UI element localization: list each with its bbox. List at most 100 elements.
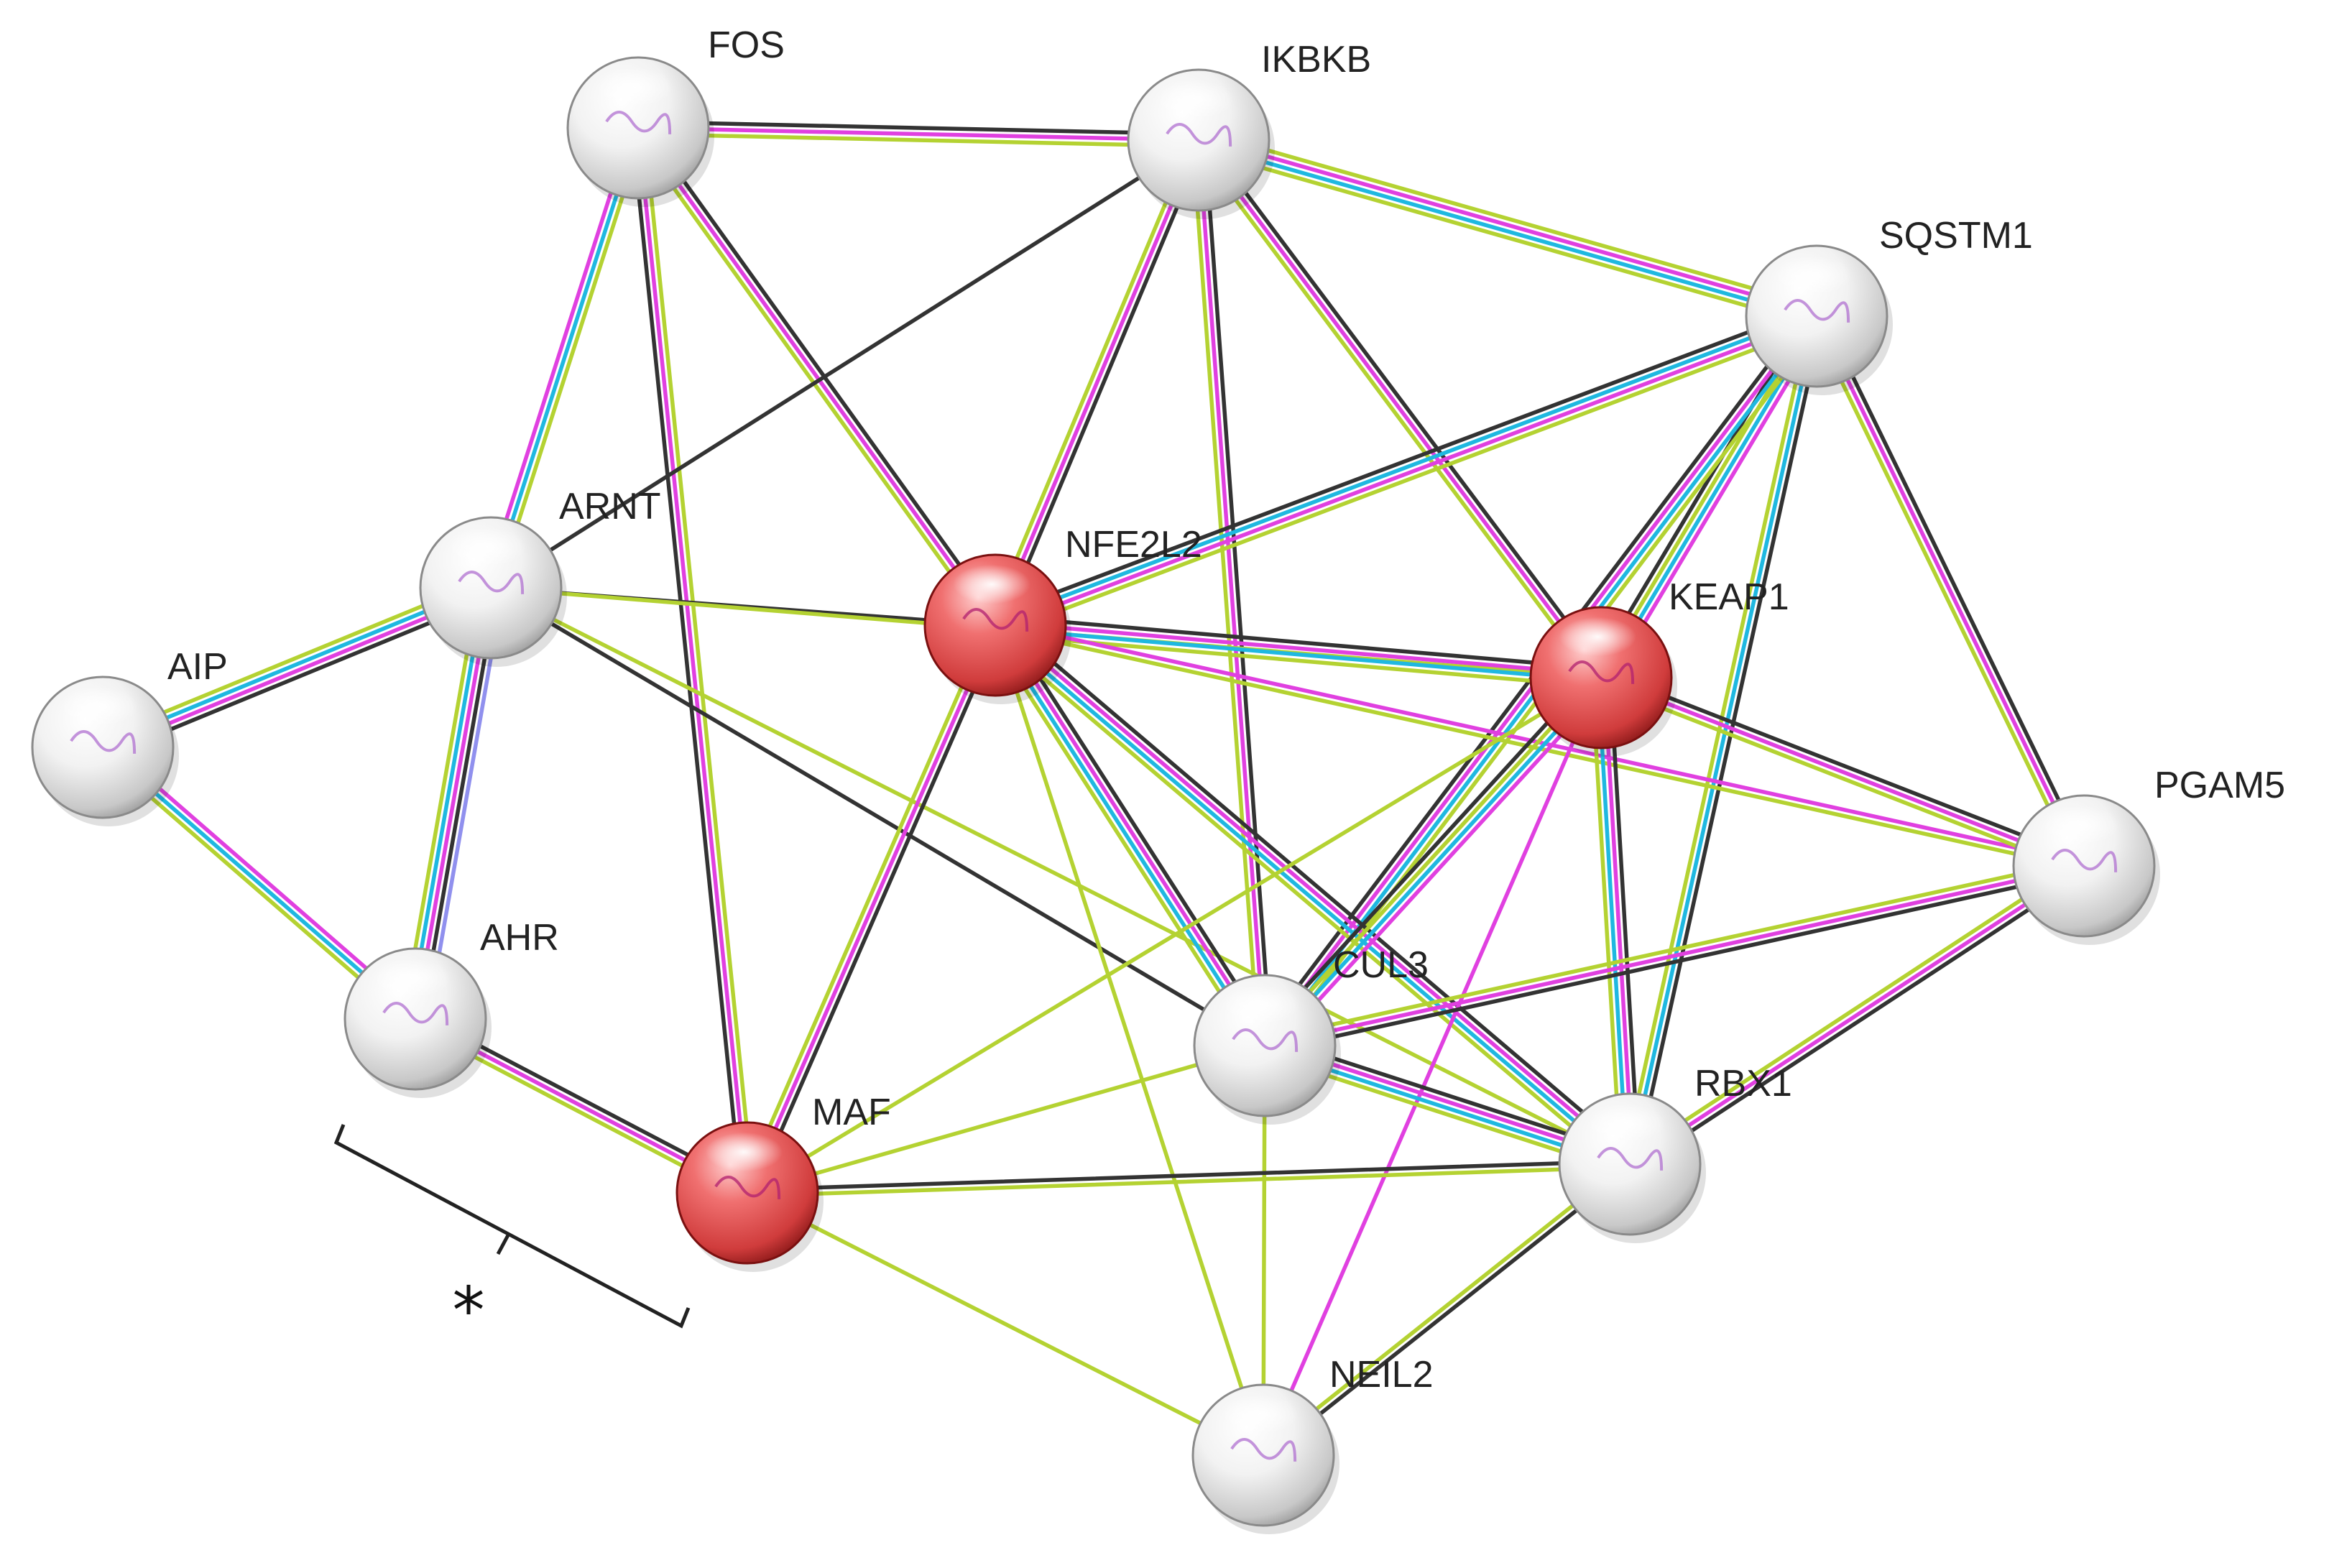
edge-line-g [745, 1165, 1632, 1198]
edge-fos-ikbkb [636, 119, 1201, 149]
edge-line-m [636, 126, 750, 1195]
edge-ikbkb-cul3 [1190, 137, 1273, 1048]
edge-rbx1-neil2 [1259, 1159, 1634, 1460]
edge-line-k [751, 625, 1003, 1198]
edge-line-c [407, 584, 487, 1020]
edge-fos-maf [629, 125, 756, 1196]
bracket-annotation: * [333, 1124, 691, 1349]
node-highlight [1774, 255, 1853, 295]
edge-line-g [642, 125, 756, 1194]
edge-line-k [629, 126, 744, 1196]
edge-ikbkb-keap1 [1191, 134, 1608, 683]
edge-line-c [489, 126, 640, 590]
node-nfe2l2[interactable]: NFE2L2 [923, 524, 1202, 704]
edge-line-m [636, 126, 997, 627]
protein-structure-icon [1232, 1028, 1299, 1052]
edge-fos-nfe2l2 [631, 122, 1002, 631]
edge-line-g [987, 135, 1195, 625]
edge-line-g [1191, 142, 1598, 683]
edge-line-c [1628, 314, 1819, 1166]
node-arnt[interactable]: ARNT [419, 486, 661, 667]
edge-line-g [996, 323, 1822, 636]
edge-line-g [739, 620, 992, 1193]
node-highlight [596, 67, 673, 107]
edge-keap1-pgam5 [1597, 670, 2088, 874]
edge-fos-arnt [483, 124, 646, 592]
node-highlight [60, 686, 138, 727]
node-pgam5[interactable]: PGAM5 [2012, 765, 2285, 945]
protein-structure-icon [1230, 1437, 1297, 1462]
edge-keap1-maf [745, 675, 1603, 1195]
node-label: RBX1 [1694, 1063, 1792, 1104]
edge-sqstm1-nfe2l2 [990, 305, 1822, 636]
edge-line-k [1820, 311, 2092, 866]
node-rbx1[interactable]: RBX1 [1558, 1063, 1792, 1243]
edge-line-g [489, 586, 1632, 1166]
node-label: ARNT [559, 486, 661, 527]
edge-line-m [995, 621, 1270, 1046]
edge-line-k [1601, 670, 2088, 862]
node-label: PGAM5 [2154, 765, 2285, 806]
node-highlight [1156, 79, 1234, 119]
edge-line-g [985, 628, 1260, 1053]
node-highlight [1587, 1103, 1666, 1143]
edge-line-g [987, 629, 1626, 1173]
edge-line-c [1265, 678, 1605, 1050]
edge-line-k [1263, 1164, 1634, 1460]
protein-structure-icon [2051, 848, 2118, 872]
edge-line-k [1264, 870, 2088, 1054]
protein-structure-icon [1568, 660, 1635, 684]
node-label: MAF [812, 1092, 891, 1133]
edge-line-c [1596, 675, 1629, 1167]
edge-line-m [413, 586, 493, 1021]
node-label: NFE2L2 [1065, 524, 1202, 566]
edge-line-m [1261, 675, 1603, 1457]
edge-line-m [994, 620, 2087, 865]
edge-arnt-cul3 [489, 586, 1267, 1048]
edge-line-k [1255, 669, 1597, 1042]
edge-line-c [992, 311, 1818, 624]
node-cul3[interactable]: CUL3 [1193, 944, 1429, 1125]
edge-line-m [1196, 138, 1603, 680]
node-neil2[interactable]: NEIL2 [1191, 1354, 1434, 1534]
node-maf[interactable]: MAF [675, 1092, 891, 1272]
edge-line-m [995, 621, 1634, 1164]
edge-ikbkb-arnt [489, 138, 1201, 590]
edge-line-k [1202, 137, 1273, 1048]
edge-line-k [1000, 618, 1275, 1043]
node-ahr[interactable]: AHR [343, 917, 559, 1098]
edge-line-m [1269, 681, 1610, 1054]
edge-line-g [1261, 857, 2085, 1042]
node-ikbkb[interactable]: IKBKB [1127, 39, 1371, 219]
node-keap1[interactable]: KEAP1 [1529, 576, 1789, 757]
edge-line-g [1190, 138, 1261, 1048]
node-highlight [953, 564, 1030, 604]
node-sqstm1[interactable]: SQSTM1 [1745, 215, 2033, 395]
edge-line-g [1199, 129, 1822, 310]
edge-line-m [483, 124, 635, 589]
node-label: FOS [708, 24, 785, 66]
edge-line-m [993, 620, 1604, 677]
node-fos[interactable]: FOS [566, 24, 785, 207]
node-highlight [373, 958, 451, 998]
edge-line-g [1624, 859, 2083, 1161]
edge-line-m [1196, 138, 1267, 1048]
edge-line-m [1263, 864, 2086, 1048]
edge-line-g [745, 1191, 1265, 1457]
protein-structure-icon [1784, 298, 1850, 323]
edge-line-c [1196, 141, 1818, 321]
node-label: SQSTM1 [1879, 215, 2033, 257]
edge-line-m [1599, 675, 2086, 868]
edge-line-k [636, 119, 1201, 137]
edge-line-m [636, 126, 1201, 142]
edge-pgam5-cul3 [1261, 857, 2088, 1054]
node-label: KEAP1 [1669, 576, 1789, 618]
edge-line-c [990, 624, 1265, 1050]
node-aip[interactable]: AIP [31, 646, 228, 826]
node-label: IKBKB [1261, 39, 1371, 80]
edge-line-k [1608, 675, 1641, 1166]
edge-line-g [631, 129, 992, 631]
edge-line-c [992, 626, 1603, 683]
edge-line-g [993, 623, 1265, 1457]
